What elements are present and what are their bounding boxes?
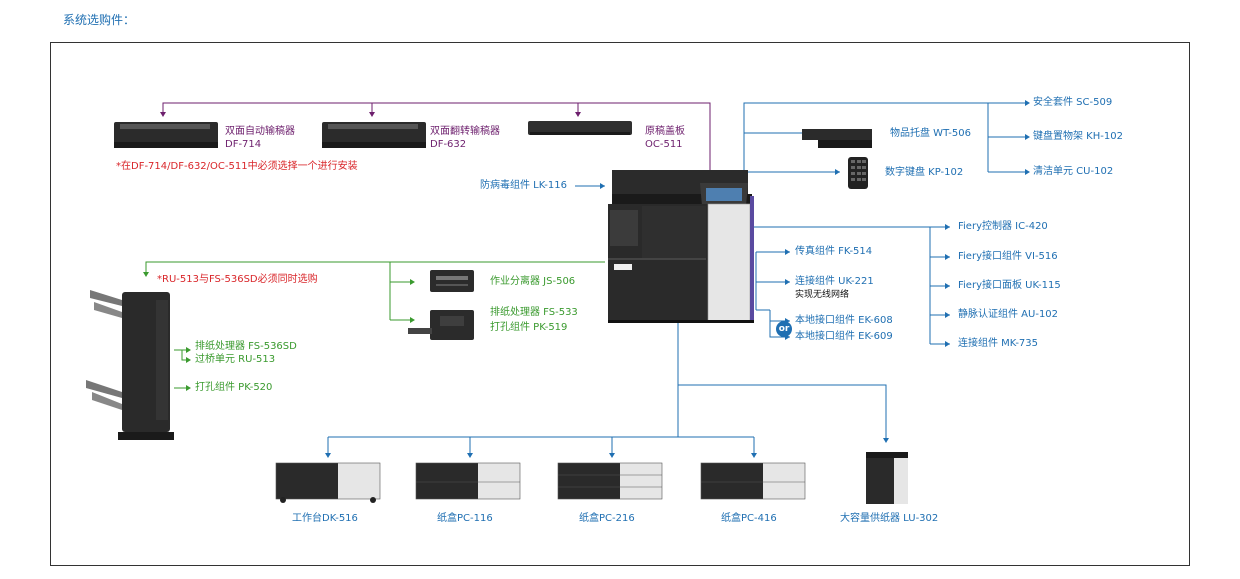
lu302-label: 大容量供纸器 LU-302 xyxy=(840,513,939,524)
fs536sd-label: 排纸处理器 FS-536SD xyxy=(195,341,297,352)
kh102-label: 键盘置物架 KH-102 xyxy=(1033,131,1123,142)
ru513-label: 过桥单元 RU-513 xyxy=(195,354,276,365)
ek609-label: 本地接口组件 EK-609 xyxy=(795,331,893,342)
ek608-label: 本地接口组件 EK-608 xyxy=(795,315,893,326)
dk516-device-image xyxy=(275,462,381,503)
fs533-device-image xyxy=(408,310,474,340)
pk520-label: 打孔组件 PK-520 xyxy=(195,382,273,393)
pc116-device-image xyxy=(415,462,521,500)
oc511-code: OC-511 xyxy=(645,139,683,150)
uk221-label: 连接组件 UK-221 xyxy=(795,276,874,287)
wt506-label: 物品托盘 WT-506 xyxy=(890,128,971,139)
df714-name: 双面自动输稿器 xyxy=(225,126,295,137)
cu102-label: 清洁单元 CU-102 xyxy=(1033,166,1114,177)
finisher-required-note: *RU-513与FS-536SD必须同时选购 xyxy=(157,274,318,285)
uk221-sublabel: 实现无线网络 xyxy=(795,290,850,300)
df714-code: DF-714 xyxy=(225,139,262,150)
df714-device-image xyxy=(114,122,218,148)
pc416-device-image xyxy=(700,462,806,500)
page-heading: 系统选购件： xyxy=(63,13,136,27)
dk516-label: 工作台DK-516 xyxy=(292,513,358,524)
js506-device-image xyxy=(430,270,474,292)
or-badge: or xyxy=(776,321,792,337)
mk735-label: 连接组件 MK-735 xyxy=(958,338,1039,349)
kp102-label: 数字键盘 KP-102 xyxy=(885,167,964,178)
sc509-label: 安全套件 SC-509 xyxy=(1033,97,1113,108)
fs536sd-device-image xyxy=(86,290,174,440)
wt506-device-image xyxy=(802,129,872,148)
kp102-device-image xyxy=(848,157,868,189)
lk116-label: 防病毒组件 LK-116 xyxy=(480,180,567,191)
pc416-label: 纸盒PC-416 xyxy=(721,513,777,524)
fk514-label: 传真组件 FK-514 xyxy=(795,246,873,257)
vi516-label: Fiery接口组件 VI-516 xyxy=(958,251,1058,262)
au102-label: 静脉认证组件 AU-102 xyxy=(958,309,1059,320)
main-mfp-image xyxy=(608,170,754,323)
diagram-frame xyxy=(50,42,1190,566)
oc511-device-image xyxy=(528,121,632,135)
purple-connectors xyxy=(162,102,711,170)
oc511-name: 原稿盖板 xyxy=(645,126,685,137)
js506-label: 作业分离器 JS-506 xyxy=(490,276,576,287)
df632-code: DF-632 xyxy=(430,139,467,150)
ic420-label: Fiery控制器 IC-420 xyxy=(958,221,1048,232)
pk519-label: 打孔组件 PK-519 xyxy=(490,322,568,333)
feeder-required-note: *在DF-714/DF-632/OC-511中必须选择一个进行安装 xyxy=(116,161,358,172)
fs533-label: 排纸处理器 FS-533 xyxy=(490,307,578,318)
uk115-label: Fiery接口面板 UK-115 xyxy=(958,280,1061,291)
df632-name: 双面翻转输稿器 xyxy=(430,126,500,137)
lu302-device-image xyxy=(866,452,908,504)
pc116-label: 纸盒PC-116 xyxy=(437,513,493,524)
pc216-device-image xyxy=(557,462,663,500)
pc216-label: 纸盒PC-216 xyxy=(579,513,635,524)
df632-device-image xyxy=(322,122,426,148)
